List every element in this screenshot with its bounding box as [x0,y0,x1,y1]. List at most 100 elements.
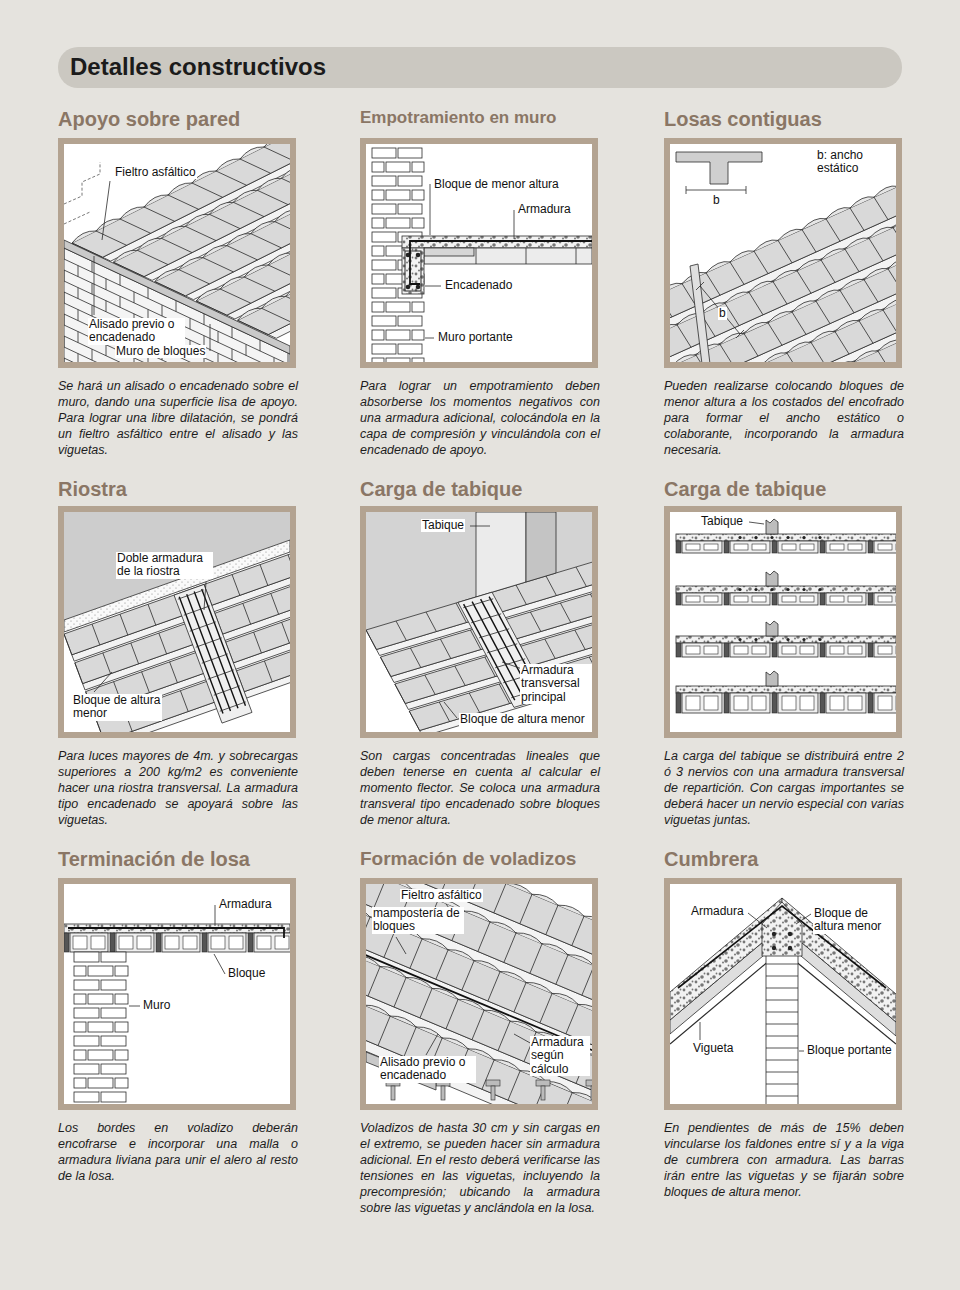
bearing-block [766,940,798,1104]
brick [372,302,384,312]
brick-course [766,1000,798,1001]
block-joint [592,1015,593,1044]
callout-label: b [712,194,721,207]
leader-line [425,338,434,339]
brick [372,330,384,340]
callout-label: Alisado previo o encadenado [379,1056,476,1083]
block-crown [275,210,290,222]
block-joint [545,639,555,659]
block-crown [179,258,203,270]
brick [74,994,86,1004]
leader-line [204,582,206,610]
joist-line [670,960,770,1044]
block-crown [72,231,96,243]
callout-label: Armadura según cálculo [530,1036,590,1076]
block-cell [257,936,271,949]
block-joint [811,342,825,362]
stirrup [214,686,240,695]
stirrup [196,638,222,647]
block-joint [64,634,72,655]
hollow-block [116,933,154,952]
block-joint [396,621,406,641]
block-joint [257,190,288,204]
joist-rib [772,693,777,713]
joist-rib [156,933,161,952]
brick-course [766,976,798,977]
hollow-block [208,933,246,952]
brick-joint [78,266,79,277]
brick-course [766,1012,798,1013]
brick [74,1008,99,1018]
block-crown [238,308,262,320]
compression-layer [676,636,896,643]
brick [372,260,396,270]
callout-label: b [718,307,727,320]
brick [372,190,384,200]
brick [386,218,410,228]
block-cell [211,936,225,949]
rebar-dot [754,588,757,591]
block-crown [558,905,584,916]
brick [412,162,424,172]
block-joint [220,289,251,303]
block-cell [782,596,796,602]
block-joint [142,672,150,693]
block-crown [672,355,696,362]
callout-label: Armadura [218,898,273,911]
brick-joint [134,358,135,362]
block-joint [260,565,268,586]
partition-wall [476,512,526,597]
brick [88,994,113,1004]
block-crown [826,208,850,219]
hollow-block [826,541,866,553]
callout-label: Bloque de altura menor [459,713,586,726]
block-crown [155,270,179,282]
leader-line [425,286,441,287]
block-joint [778,240,792,262]
brick-joint [64,314,65,325]
block-crown [797,260,821,271]
block-joint [395,684,405,704]
brick-joint [176,301,177,312]
block-strip [196,181,290,315]
block-cell [734,544,748,550]
block-cell [91,936,105,949]
brick [101,1092,126,1102]
callout-label: Muro de bloques [115,345,206,358]
brick [398,344,422,354]
panel-heading: Carga de tabique [360,478,522,501]
hollow-block [874,643,896,657]
rebar-dot [754,536,757,539]
rebar-dot [770,536,773,539]
joist-rib [64,933,69,952]
block-joint [72,243,103,257]
block-joint [749,292,763,314]
joist-rib [868,643,873,657]
block-cell [848,696,862,710]
block-joint [540,993,552,1023]
brick [372,288,396,298]
brick [74,1078,86,1088]
block-cell [878,646,892,654]
brick-joint [78,310,79,321]
brick [88,1022,113,1032]
block-crown [859,310,883,321]
block-cell [704,646,718,654]
brick-joint [218,331,219,342]
block-cell [752,544,766,550]
rebar-dot [786,588,789,591]
panel-caption: Son cargas concentradas lineales que deb… [360,748,600,828]
block-joint [426,612,436,632]
brick-joint [92,283,93,294]
brick [372,316,396,326]
panel-caption: Para lograr un empotramiento deben absor… [360,378,600,458]
block-crown [366,1005,390,1016]
joist-end [591,1086,592,1100]
partition-stub [766,671,778,686]
brick-course [766,988,798,989]
detail-panel: Carga de tabiqueSon cargas concentradas … [360,478,600,828]
block-joint [420,988,432,1017]
brick [372,344,396,354]
callout-label: Muro portante [437,331,514,344]
